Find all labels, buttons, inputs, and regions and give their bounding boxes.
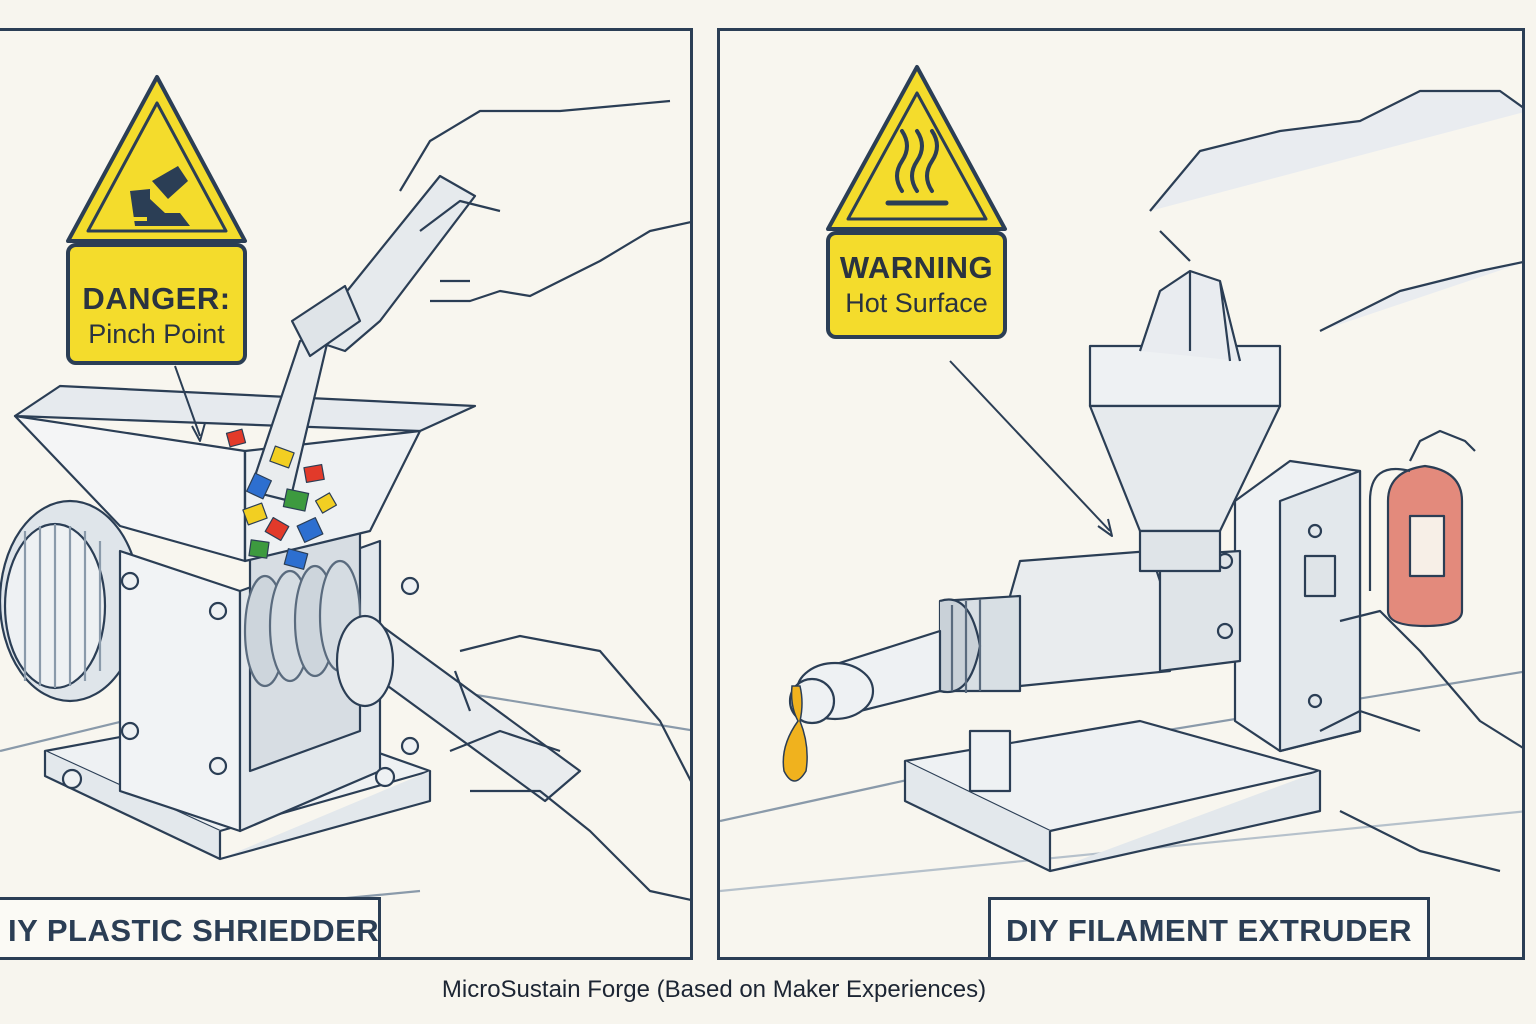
hot-surface-sign [826,65,1007,339]
extruder-caption: DIY FILAMENT EXTRUDER [988,897,1430,957]
shredder-panel: DANGER: Pinch Point IY PLASTIC SHRIEDDER [0,28,693,960]
warning-sign-subtext: Hot Surface [845,288,988,318]
shredder-illustration [0,75,690,933]
pinch-point-sign [66,75,247,365]
shredder-caption: IY PLASTIC SHRIEDDER [0,897,381,957]
pinch-point-icon [127,166,190,226]
danger-sign-subtext: Pinch Point [88,319,225,349]
warning-sign-heading: WARNING [839,250,994,285]
molten-drip-icon [782,685,808,782]
extruder-panel: WARNING Hot Surface DIY FILAMENT EXTRUDE… [717,28,1525,960]
hot-surface-icon [885,129,949,206]
danger-sign-heading: DANGER: [82,281,231,316]
footer-credit: MicroSustain Forge (Based on Maker Exper… [441,976,987,1003]
extruder-illustration [720,65,1522,893]
